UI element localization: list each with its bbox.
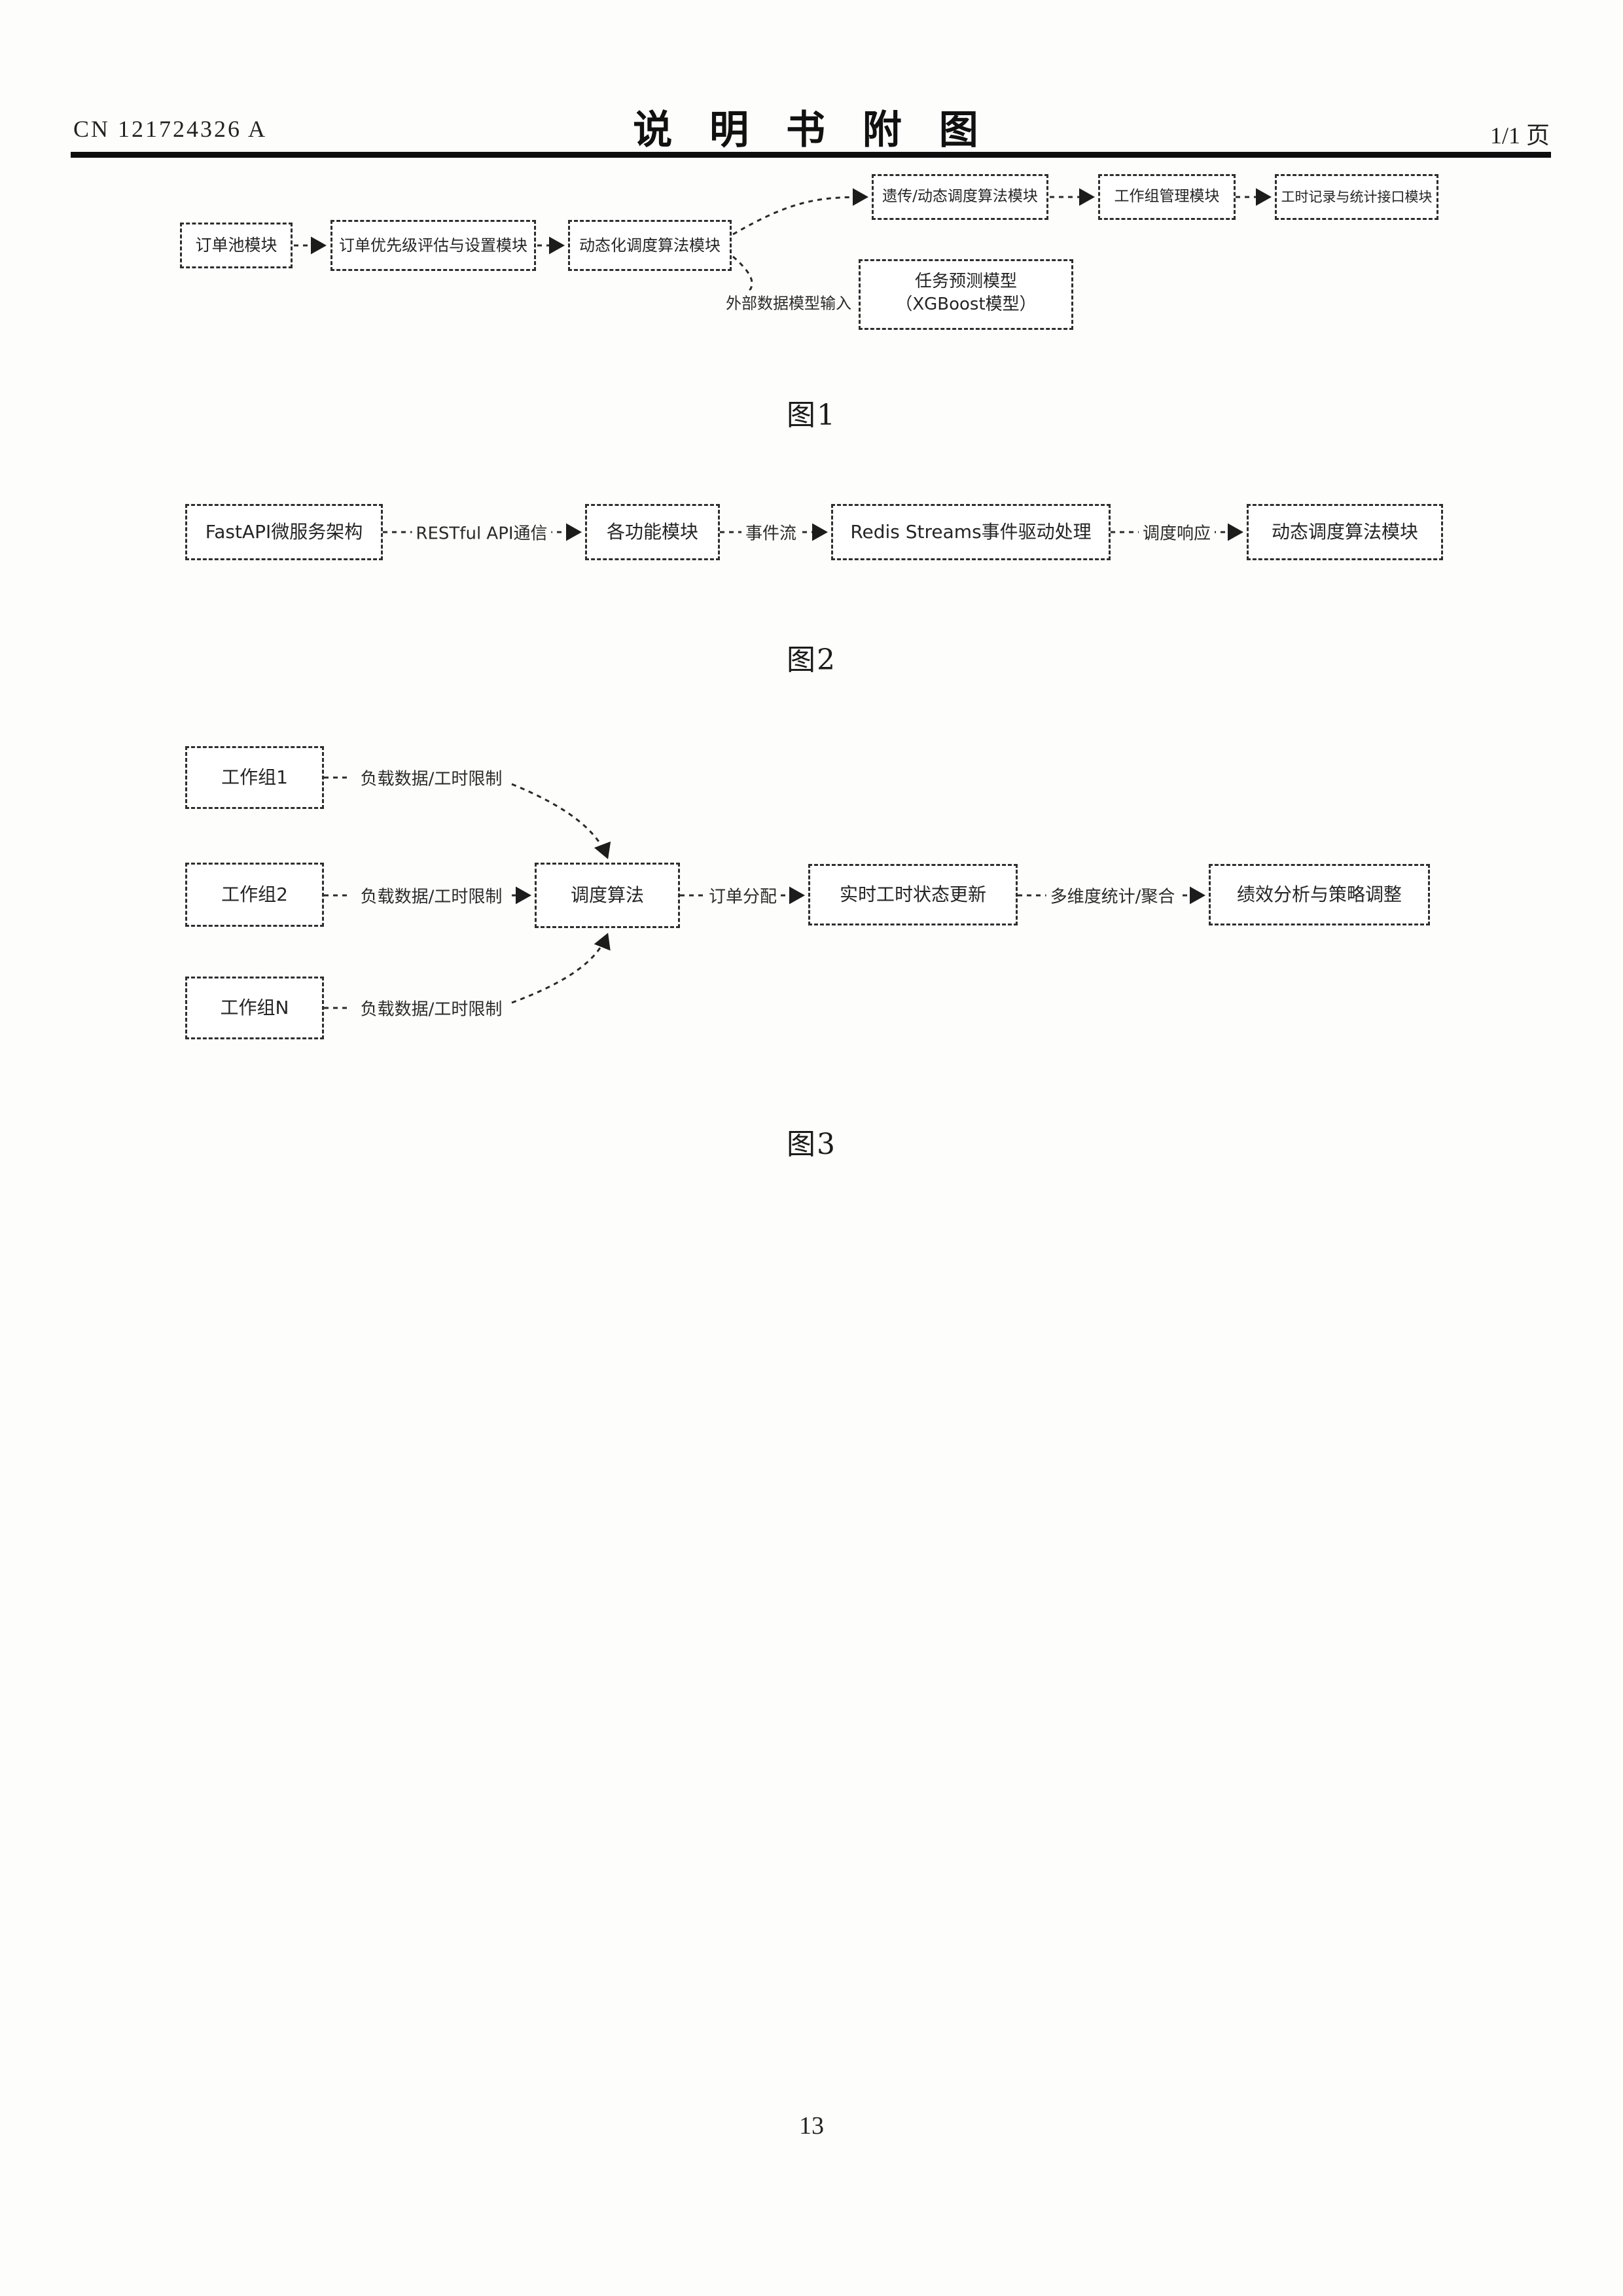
fig3-performance-box: 绩效分析与策略调整 bbox=[1209, 864, 1430, 925]
fig3-load-label-2: 负载数据/工时限制 bbox=[356, 883, 507, 908]
arrow-dynamic-genetic bbox=[732, 188, 868, 236]
fig1-external-input-label: 外部数据模型输入 bbox=[722, 290, 855, 314]
fig2-redis-box: Redis Streams事件驱动处理 bbox=[831, 504, 1111, 560]
fig3-workgroup1-box: 工作组1 bbox=[185, 746, 324, 809]
fig3-workgroup2-box: 工作组2 bbox=[185, 863, 324, 927]
fig1-order-pool-box: 订单池模块 bbox=[180, 223, 293, 268]
fig1-timesheet-module-box: 工时记录与统计接口模块 bbox=[1275, 174, 1438, 220]
fig1-caption: 图1 bbox=[787, 399, 836, 432]
document-number: CN 121724326 A bbox=[73, 116, 268, 142]
arrow-wg1-sched bbox=[511, 783, 611, 859]
fig1-dynamic-opt-box: 动态化调度算法模块 bbox=[568, 220, 732, 271]
fig2-response-label: 调度响应 bbox=[1138, 520, 1215, 545]
fig3-caption: 图3 bbox=[787, 1128, 836, 1161]
footer-page-number: 13 bbox=[799, 2112, 824, 2140]
fig3-load-label-1: 负载数据/工时限制 bbox=[356, 765, 507, 790]
fig3-workgroupN-box: 工作组N bbox=[185, 977, 324, 1039]
fig3-stats-label: 多维度统计/聚合 bbox=[1046, 883, 1179, 908]
fig1-workgroup-module-box: 工作组管理模块 bbox=[1098, 174, 1236, 220]
fig3-realtime-box: 实时工时状态更新 bbox=[808, 864, 1018, 925]
page-title: 说 明 书 附 图 bbox=[633, 107, 990, 153]
fig2-dynamic-algo-box: 动态调度算法模块 bbox=[1247, 504, 1443, 560]
header-divider bbox=[71, 152, 1551, 158]
fig1-genetic-module-box: 遗传/动态调度算法模块 bbox=[872, 174, 1048, 220]
page-indicator: 1/1 页 bbox=[1489, 122, 1550, 149]
fig2-modules-box: 各功能模块 bbox=[585, 504, 720, 560]
fig2-event-label: 事件流 bbox=[741, 520, 801, 545]
fig3-scheduler-box: 调度算法 bbox=[535, 863, 680, 928]
fig2-restful-label: RESTful API通信 bbox=[412, 520, 552, 545]
arrow-wgN-sched bbox=[511, 933, 611, 1004]
fig3-assign-label: 订单分配 bbox=[704, 883, 781, 908]
fig2-caption: 图2 bbox=[787, 643, 836, 677]
fig3-load-label-N: 负载数据/工时限制 bbox=[356, 996, 507, 1020]
fig1-predict-model-box: 任务预测模型（XGBoost模型） bbox=[859, 259, 1073, 330]
fig1-priority-module-box: 订单优先级评估与设置模块 bbox=[330, 220, 536, 271]
fig2-fastapi-box: FastAPI微服务架构 bbox=[185, 504, 383, 560]
